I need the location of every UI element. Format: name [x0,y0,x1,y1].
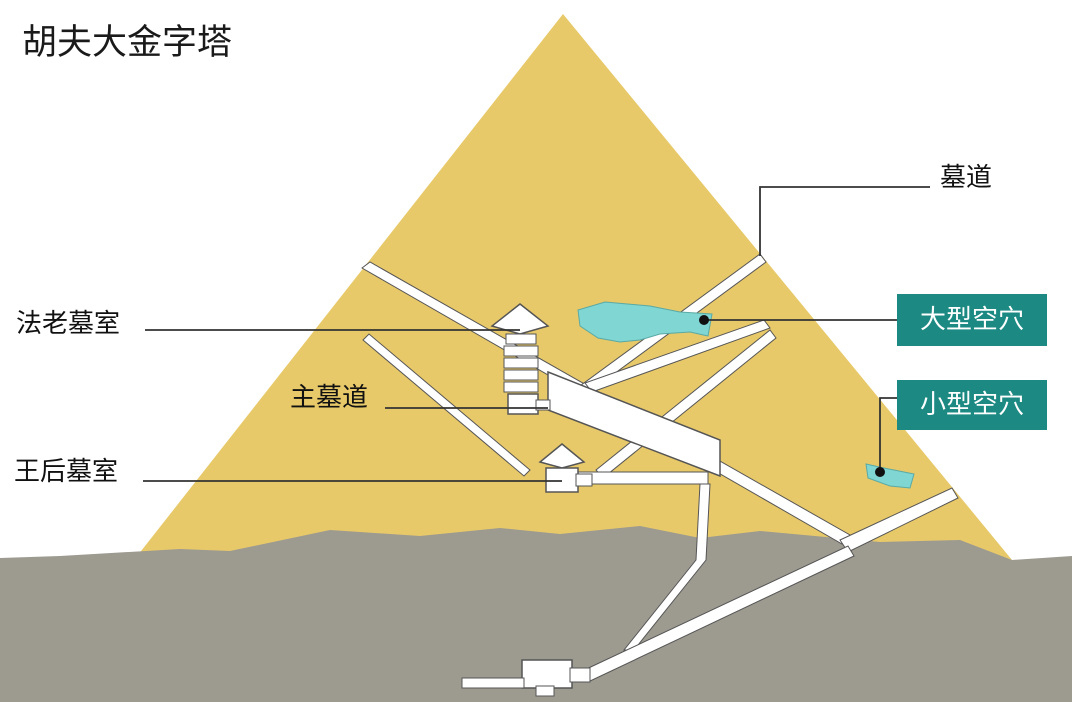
pyramid-body [134,14,1012,560]
badge-small-void: 小型空穴 [897,380,1047,430]
leader-passage [759,186,930,256]
label-queens-chamber: 王后墓室 [14,457,119,487]
subterranean-link [569,667,591,683]
leader-small-void [879,397,897,472]
subterranean-pit [535,685,555,697]
big-void-shape [577,301,713,343]
kings-air-shaft-north [362,333,531,477]
grand-gallery [547,370,721,478]
label-passage: 墓道 [940,163,993,193]
small-void-marker [875,467,885,477]
big-void-marker [699,315,709,325]
queens-chamber [538,443,593,493]
subterranean-dead-end [461,677,525,689]
label-kings-chamber: 法老墓室 [16,309,121,339]
badge-big-void: 大型空穴 [897,294,1047,346]
kings-chamber [490,303,551,415]
leader-lines [143,186,930,482]
label-main-passage: 主墓道 [290,383,369,413]
diagram-title: 胡夫大金字塔 [22,23,233,63]
subterranean-chamber [521,659,573,689]
